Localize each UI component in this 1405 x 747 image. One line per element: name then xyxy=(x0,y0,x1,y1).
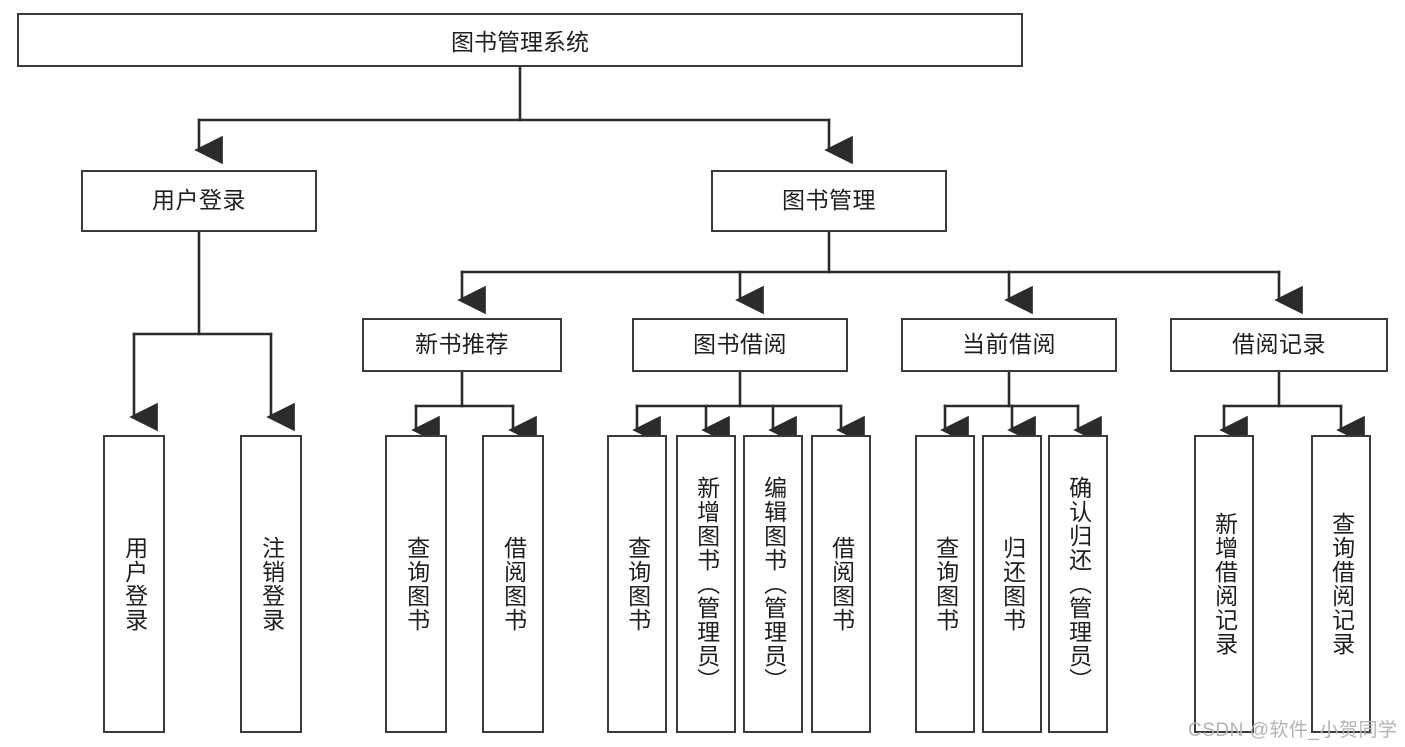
csdn-watermark: CSDN @软件_小贺同学 xyxy=(1188,715,1397,742)
node-user-login[interactable]: 用户登录 xyxy=(81,170,317,232)
node-label: 查询图书 xyxy=(932,536,959,632)
node-label: 图书管理 xyxy=(782,187,876,214)
node-label: 查询图书 xyxy=(624,536,651,632)
leaf-query-borrow-record[interactable]: 查询借阅记录 xyxy=(1311,435,1371,733)
node-book-management[interactable]: 图书管理 xyxy=(711,170,947,232)
node-label: 查询借阅记录 xyxy=(1328,512,1355,656)
node-label: 图书借阅 xyxy=(693,331,787,358)
node-label: 借阅图书 xyxy=(828,536,855,632)
node-label: 新增图书（管理员） xyxy=(693,476,720,692)
leaf-return-book[interactable]: 归还图书 xyxy=(982,435,1042,733)
node-label: 图书管理系统 xyxy=(451,29,589,55)
leaf-add-borrow-record[interactable]: 新增借阅记录 xyxy=(1194,435,1254,733)
node-label: 新增借阅记录 xyxy=(1211,512,1238,656)
watermark-text: CSDN @软件_小贺同学 xyxy=(1188,720,1398,741)
node-label: 注销登录 xyxy=(258,536,285,632)
node-label: 归还图书 xyxy=(999,536,1026,632)
leaf-query-book-recommend[interactable]: 查询图书 xyxy=(385,435,447,733)
node-label: 用户登录 xyxy=(152,187,246,214)
leaf-borrow-book[interactable]: 借阅图书 xyxy=(811,435,871,733)
node-root-system[interactable]: 图书管理系统 xyxy=(17,13,1023,67)
node-label: 查询图书 xyxy=(403,536,430,632)
node-label: 借阅图书 xyxy=(500,536,527,632)
leaf-query-book-borrow[interactable]: 查询图书 xyxy=(607,435,667,733)
leaf-query-book-current[interactable]: 查询图书 xyxy=(915,435,975,733)
node-label: 新书推荐 xyxy=(415,331,509,358)
node-new-book-recommend[interactable]: 新书推荐 xyxy=(362,318,562,372)
node-label: 编辑图书（管理员） xyxy=(760,476,787,692)
node-label: 当前借阅 xyxy=(962,331,1056,358)
node-current-borrow[interactable]: 当前借阅 xyxy=(901,318,1117,372)
node-label: 用户登录 xyxy=(121,536,148,632)
leaf-logout[interactable]: 注销登录 xyxy=(240,435,302,733)
leaf-add-book-admin[interactable]: 新增图书（管理员） xyxy=(676,435,736,733)
leaf-edit-book-admin[interactable]: 编辑图书（管理员） xyxy=(743,435,803,733)
leaf-borrow-book-recommend[interactable]: 借阅图书 xyxy=(482,435,544,733)
node-borrow-records[interactable]: 借阅记录 xyxy=(1170,318,1388,372)
node-book-borrow[interactable]: 图书借阅 xyxy=(632,318,848,372)
leaf-user-login[interactable]: 用户登录 xyxy=(103,435,165,733)
leaf-confirm-return-admin[interactable]: 确认归还（管理员） xyxy=(1048,435,1108,733)
node-label: 确认归还（管理员） xyxy=(1065,476,1092,692)
node-label: 借阅记录 xyxy=(1232,331,1326,358)
